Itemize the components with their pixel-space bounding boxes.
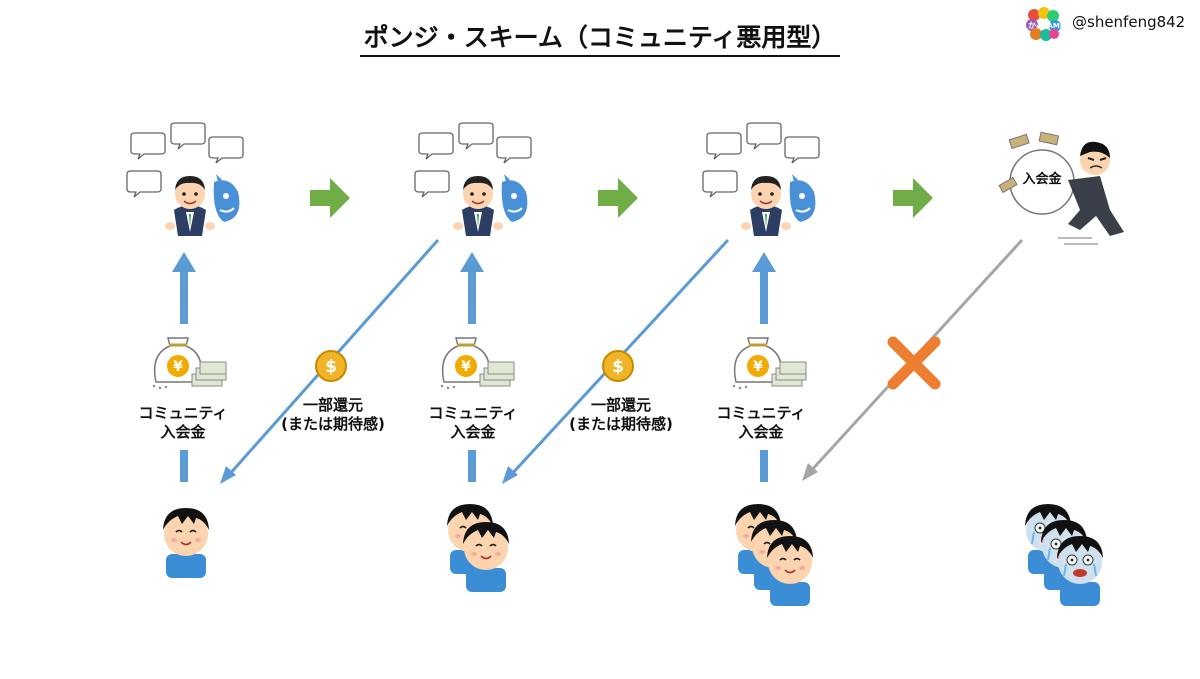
- cancel-cross-icon: [887, 336, 941, 390]
- page-title: ポンジ・スキーム（コミュニティ悪用型）: [0, 18, 1200, 57]
- return-label-1: 一部還元(または期待感): [281, 396, 385, 433]
- promoter-stage-1: [127, 123, 243, 236]
- step-arrow-3: [893, 178, 933, 218]
- step-arrow-2: [598, 178, 638, 218]
- escape-bag-label: 入会金: [1022, 171, 1062, 187]
- member-stage-1: [162, 507, 210, 579]
- promoter-stage-3: [703, 123, 819, 236]
- member-stage-2: [446, 503, 510, 593]
- money-bag-1: [151, 336, 228, 391]
- author-handle[interactable]: @shenfeng842: [1072, 13, 1186, 31]
- return-label-2: 一部還元(または期待感): [569, 396, 673, 433]
- brand-logo: かみ KAMI: [1022, 6, 1066, 42]
- step-arrow-1: [310, 178, 350, 218]
- runaway-man-icon: 入会金: [998, 131, 1124, 245]
- brand-logo-top-text: かみ: [1028, 21, 1044, 30]
- member-stage-3: [734, 503, 814, 607]
- entry-fee-label-1: コミュニティ入会金: [138, 404, 228, 441]
- entry-fee-label-3: コミュニティ入会金: [716, 404, 806, 441]
- crying-member-stage-4: [1024, 503, 1104, 607]
- coin-icon-1: [315, 350, 347, 382]
- brand-logo-bottom-text: KAMI: [1042, 22, 1062, 30]
- money-bag-2: [439, 336, 516, 391]
- promoter-stage-2: [415, 123, 531, 236]
- entry-fee-label-2: コミュニティ入会金: [428, 404, 518, 441]
- brand-logo-icon: かみ KAMI: [1026, 7, 1062, 41]
- money-bag-3: [731, 336, 808, 391]
- coin-icon-2: [602, 350, 634, 382]
- entry-fee-arrow-2: [460, 252, 484, 482]
- entry-fee-arrow-3: [752, 252, 776, 482]
- entry-fee-arrow-1: [172, 252, 196, 482]
